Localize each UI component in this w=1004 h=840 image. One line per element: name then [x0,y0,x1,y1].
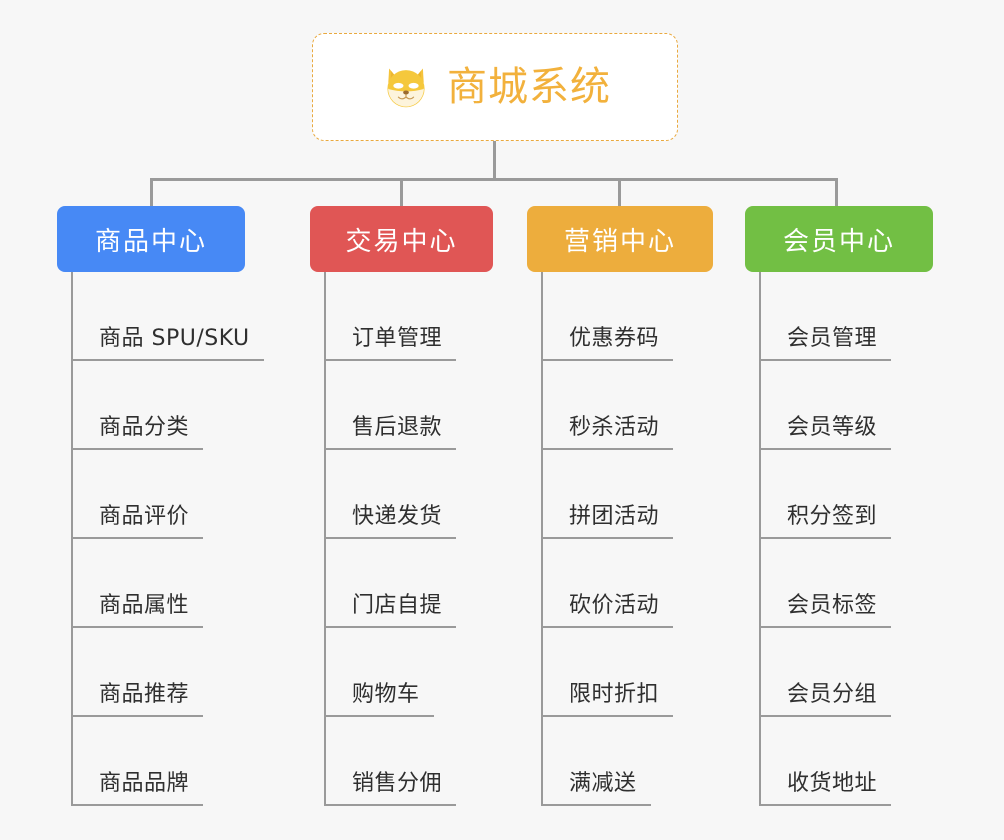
list-item[interactable]: 砍价活动 [527,539,777,628]
leaf-label: 砍价活动 [541,587,674,628]
category-label: 交易中心 [345,226,458,257]
leaf-label: 商品属性 [71,587,204,628]
connector-drop-trade [400,178,403,208]
list-item[interactable]: 售后退款 [310,361,560,450]
leaf-label: 商品推荐 [71,676,204,717]
category-header-product-center[interactable]: 商品中心 [57,206,245,272]
list-item[interactable]: 订单管理 [310,272,560,361]
leaf-label: 商品评价 [71,498,204,539]
list-item[interactable]: 购物车 [310,628,560,717]
leaf-label: 售后退款 [324,409,457,450]
leaf-label: 销售分佣 [324,765,457,806]
leaf-list-trade-center: 订单管理 售后退款 快递发货 门店自提 购物车 销售分佣 [310,272,560,806]
connector-horizontal-bus [150,178,838,181]
list-item[interactable]: 商品分类 [57,361,347,450]
list-item[interactable]: 商品推荐 [57,628,347,717]
list-item[interactable]: 秒杀活动 [527,361,777,450]
leaf-label: 商品分类 [71,409,204,450]
leaf-list-product-center: 商品 SPU/SKU 商品分类 商品评价 商品属性 商品推荐 商品品牌 [57,272,347,806]
leaf-label: 限时折扣 [541,676,674,717]
list-item[interactable]: 积分签到 [745,450,995,539]
leaf-label: 会员管理 [759,320,892,361]
list-item[interactable]: 优惠券码 [527,272,777,361]
list-item[interactable]: 会员分组 [745,628,995,717]
category-label: 营销中心 [563,226,676,257]
list-item[interactable]: 商品 SPU/SKU [57,272,347,361]
leaf-label: 会员标签 [759,587,892,628]
shiba-dog-face-icon [387,68,425,108]
leaf-label: 会员等级 [759,409,892,450]
leaf-label: 积分签到 [759,498,892,539]
column-member-center: 会员中心 会员管理 会员等级 积分签到 会员标签 会员分组 收货地址 [745,206,995,806]
leaf-label: 商品 SPU/SKU [71,320,264,361]
list-item[interactable]: 销售分佣 [310,717,560,806]
category-label: 商品中心 [94,226,207,257]
connector-drop-marketing [618,178,621,208]
connector-drop-member [835,178,838,208]
leaf-list-member-center: 会员管理 会员等级 积分签到 会员标签 会员分组 收货地址 [745,272,995,806]
leaf-label: 快递发货 [324,498,457,539]
list-item[interactable]: 拼团活动 [527,450,777,539]
leaf-label: 秒杀活动 [541,409,674,450]
column-marketing-center: 营销中心 优惠券码 秒杀活动 拼团活动 砍价活动 限时折扣 满减送 [527,206,777,806]
leaf-label: 购物车 [324,676,434,717]
root-node[interactable]: 商城系统 [312,33,678,141]
leaf-label: 商品品牌 [71,765,204,806]
list-item[interactable]: 收货地址 [745,717,995,806]
leaf-label: 订单管理 [324,320,457,361]
leaf-list-marketing-center: 优惠券码 秒杀活动 拼团活动 砍价活动 限时折扣 满减送 [527,272,777,806]
list-item[interactable]: 会员管理 [745,272,995,361]
list-item[interactable]: 商品品牌 [57,717,347,806]
leaf-label: 拼团活动 [541,498,674,539]
list-item[interactable]: 会员等级 [745,361,995,450]
leaf-label: 会员分组 [759,676,892,717]
leaf-label: 优惠券码 [541,320,674,361]
connector-drop-product [150,178,153,208]
connector-root-stem [493,141,496,181]
category-label: 会员中心 [782,226,895,257]
column-trade-center: 交易中心 订单管理 售后退款 快递发货 门店自提 购物车 销售分佣 [310,206,560,806]
category-header-member-center[interactable]: 会员中心 [745,206,933,272]
root-title: 商城系统 [447,64,611,110]
list-item[interactable]: 商品属性 [57,539,347,628]
list-item[interactable]: 快递发货 [310,450,560,539]
category-header-marketing-center[interactable]: 营销中心 [527,206,713,272]
leaf-label: 收货地址 [759,765,892,806]
list-item[interactable]: 会员标签 [745,539,995,628]
leaf-label: 满减送 [541,765,651,806]
list-item[interactable]: 商品评价 [57,450,347,539]
list-item[interactable]: 门店自提 [310,539,560,628]
category-header-trade-center[interactable]: 交易中心 [310,206,493,272]
list-item[interactable]: 限时折扣 [527,628,777,717]
column-product-center: 商品中心 商品 SPU/SKU 商品分类 商品评价 商品属性 商品推荐 商品品牌 [57,206,347,806]
leaf-label: 门店自提 [324,587,457,628]
list-item[interactable]: 满减送 [527,717,777,806]
